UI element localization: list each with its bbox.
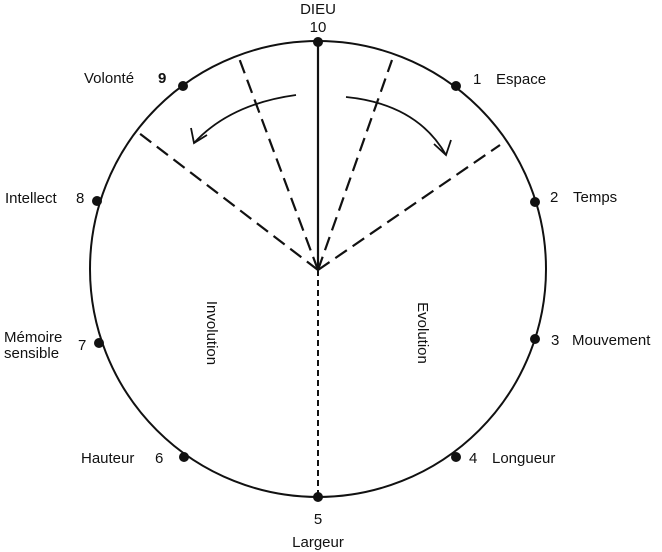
node-6	[179, 452, 189, 462]
line-center-to-upper-left	[138, 132, 319, 271]
point-8-label: Intellect	[5, 190, 58, 207]
point-6-label: Hauteur	[81, 450, 134, 467]
point-5-label: Largeur	[292, 534, 344, 551]
point-9-label: Volonté	[84, 70, 134, 87]
point-4-number: 4	[469, 450, 477, 467]
node-10	[313, 37, 323, 47]
point-4-label: Longueur	[492, 450, 555, 467]
node-4	[451, 452, 461, 462]
node-7	[94, 338, 104, 348]
line-center-to-upper-right	[317, 144, 501, 271]
point-1-label: Espace	[496, 71, 546, 88]
line-center-to-left-inner	[237, 57, 320, 271]
node-9	[178, 81, 188, 91]
line-center-to-right-inner	[316, 59, 394, 271]
node-1	[451, 81, 461, 91]
point-5-number: 5	[314, 511, 322, 528]
point-7-label-line2: sensible	[4, 345, 59, 362]
sector-involution-label: Involution	[203, 301, 220, 365]
node-3	[530, 334, 540, 344]
node-2	[530, 197, 540, 207]
top-number: 10	[310, 19, 327, 36]
point-7-label-line1: Mémoire	[4, 329, 62, 346]
involution-arrowhead-icon	[190, 127, 208, 145]
point-9-number: 9	[158, 70, 166, 87]
top-title: DIEU	[300, 1, 336, 18]
node-8	[92, 196, 102, 206]
point-3-number: 3	[551, 332, 559, 349]
evolution-arrowhead-icon	[433, 139, 452, 157]
involution-arrow	[193, 94, 297, 144]
point-1-number: 1	[473, 71, 481, 88]
point-7-number: 7	[78, 337, 86, 354]
node-5	[313, 492, 323, 502]
point-8-number: 8	[76, 190, 84, 207]
point-3-label: Mouvement	[572, 332, 651, 349]
point-6-number: 6	[155, 450, 163, 467]
point-2-number: 2	[550, 189, 558, 206]
sector-evolution-label: Evolution	[414, 302, 431, 364]
evolution-arrow	[345, 96, 447, 156]
point-2-label: Temps	[573, 189, 617, 206]
